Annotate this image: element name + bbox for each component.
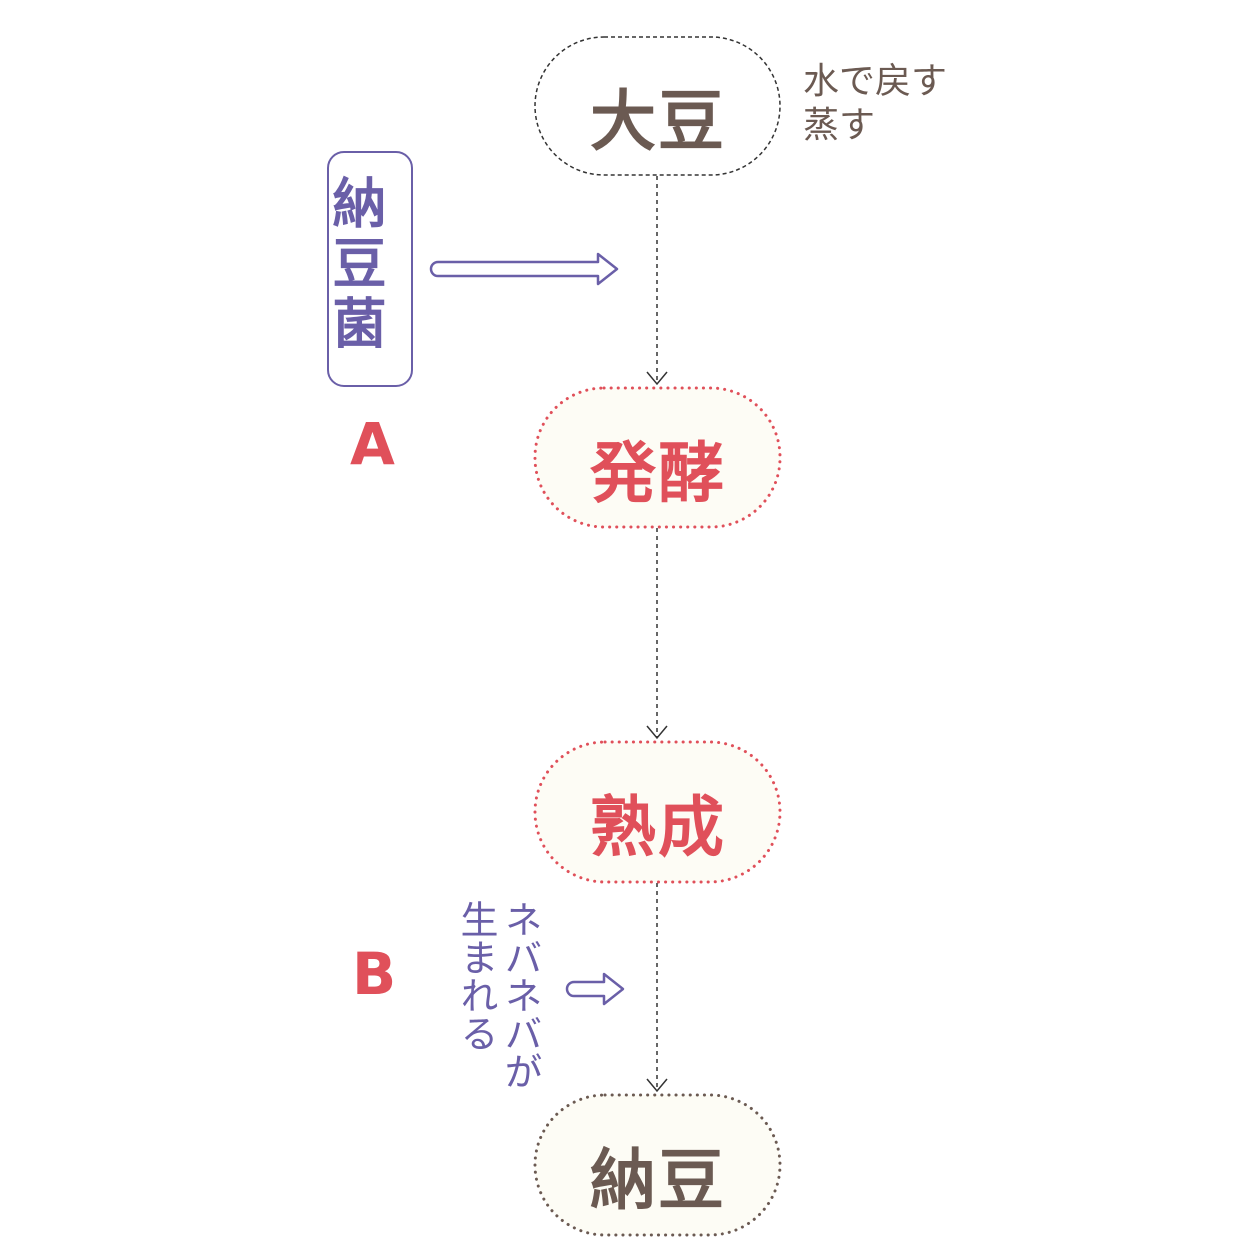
right-arrow-icon <box>565 972 625 1006</box>
step-natto: 納豆 <box>590 1142 726 1219</box>
sticky-note: ネバネバが生まれる <box>454 900 542 1100</box>
node-fermentation-shape <box>533 386 782 529</box>
step-soybean: 大豆 <box>590 83 726 160</box>
bacteria-box <box>327 151 413 387</box>
node-aging-shape <box>533 740 782 884</box>
step-fermentation: 発酵 <box>590 435 726 512</box>
arrowhead-icon <box>646 371 668 386</box>
soybean-note: 水で戻す 蒸す <box>803 60 947 148</box>
marker-a: A <box>350 410 395 478</box>
arrowhead-icon <box>646 725 668 740</box>
marker-b: B <box>352 940 397 1008</box>
step-aging: 熟成 <box>590 789 726 866</box>
node-soybean-shape <box>534 36 781 176</box>
sticky-note-line1: ネバネバが <box>498 900 542 1090</box>
bacteria-label: 納豆菌 <box>323 175 386 355</box>
right-arrow-icon <box>429 252 619 286</box>
node-natto-shape <box>533 1093 782 1237</box>
soybean-note-line1: 水で戻す <box>803 61 948 102</box>
soybean-note-line2: 蒸す <box>803 105 876 146</box>
arrowhead-icon <box>646 1078 668 1093</box>
sticky-note-line2: 生まれる <box>454 900 498 1052</box>
